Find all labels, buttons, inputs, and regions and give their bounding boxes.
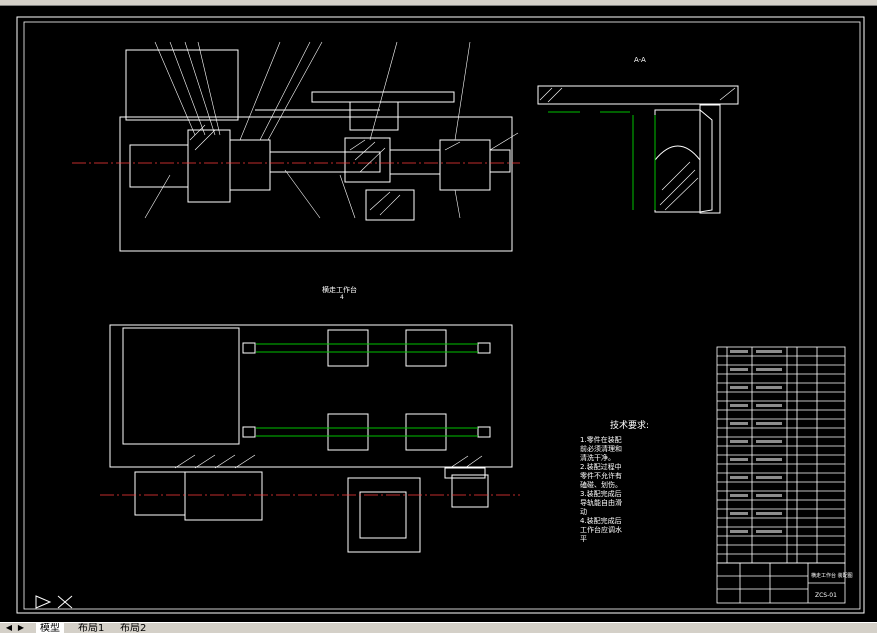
tab-nav-first-icon[interactable]: ◀ bbox=[5, 623, 13, 632]
tech-req-line: 导轨能自由滑 bbox=[580, 498, 622, 507]
plan-view bbox=[109, 324, 513, 553]
tech-req-line: 4.装配完成后 bbox=[580, 516, 622, 525]
plan-view-sub: 4 bbox=[340, 294, 344, 301]
sheet-outer-border bbox=[16, 16, 865, 614]
section-a-a-green-lines bbox=[548, 111, 656, 210]
tech-req-line: 零件不允许有 bbox=[580, 471, 622, 480]
tech-req-line: 前必须清理和 bbox=[580, 444, 622, 453]
section-a-a-hatching bbox=[539, 87, 736, 211]
section-a-a-label: A-A bbox=[634, 56, 646, 64]
tech-req-line: 工作台应调水 bbox=[580, 525, 622, 534]
section-a-a-view bbox=[537, 85, 739, 214]
tech-requirements-title: 技术要求: bbox=[610, 419, 649, 431]
tab-nav-next-icon[interactable]: ▶ bbox=[17, 623, 25, 632]
front-view-hatching bbox=[189, 124, 461, 216]
plan-view-hatching bbox=[174, 454, 483, 469]
parts-list-table bbox=[716, 346, 846, 564]
tech-req-line: 2.装配过程中 bbox=[580, 462, 622, 471]
tab-model[interactable]: 模型 bbox=[36, 623, 64, 633]
title-block bbox=[716, 562, 846, 604]
tech-requirements: 技术要求: 1.零件在装配 前必须清理和 清洗干净。 2.装配过程中 零件不允许… bbox=[580, 419, 649, 543]
layout-tab-bar: ◀ ▶ 模型 布局1 布局2 bbox=[0, 622, 877, 633]
cad-drawing-canvas[interactable]: A-A 横走工作台 4 技术要求: bbox=[0, 5, 877, 622]
tech-req-line: 3.装配完成后 bbox=[580, 489, 622, 498]
window-top-edge bbox=[0, 0, 877, 6]
tech-req-line: 平 bbox=[580, 535, 587, 543]
tab-layout2[interactable]: 布局2 bbox=[120, 623, 147, 633]
front-view bbox=[119, 49, 513, 252]
plan-view-title: 横走工作台 bbox=[322, 285, 357, 294]
tech-req-line: 清洗干净。 bbox=[580, 453, 615, 462]
title-block-name: 横走工作台 装配图 bbox=[811, 572, 853, 579]
tech-req-line: 动 bbox=[580, 507, 587, 516]
parts-list-text-fills bbox=[730, 350, 782, 533]
tab-layout1[interactable]: 布局1 bbox=[78, 623, 105, 633]
ucs-icon bbox=[35, 595, 73, 609]
title-block-drawing-no: ZCS-01 bbox=[815, 592, 837, 599]
sheet-inner-border bbox=[23, 21, 861, 610]
tech-req-line: 1.零件在装配 bbox=[580, 435, 622, 444]
tech-req-line: 磕碰、划伤。 bbox=[580, 480, 622, 489]
front-view-leader-lines bbox=[144, 41, 519, 219]
plan-view-guide-rails bbox=[256, 343, 478, 437]
